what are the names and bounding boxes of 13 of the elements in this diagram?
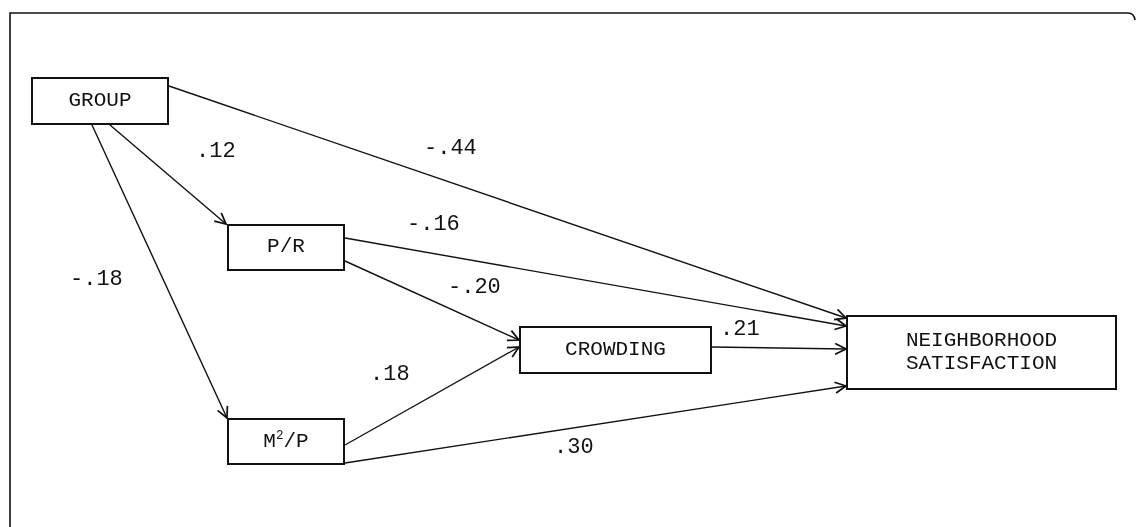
arrow — [109, 124, 227, 225]
arrow — [344, 346, 520, 446]
arrow — [91, 124, 229, 419]
arrow — [344, 260, 520, 342]
variable-box: CROWDING — [519, 326, 712, 374]
variable-box: P/R — [227, 224, 345, 271]
arrow — [344, 381, 847, 464]
arrow — [711, 342, 847, 356]
variable-box: NEIGHBORHOOD SATISFACTION — [846, 315, 1117, 390]
variable-box: GROUP — [31, 77, 169, 125]
arrow — [344, 237, 847, 331]
arrow — [168, 85, 847, 321]
variable-box: M$^{2}$/P — [227, 418, 345, 465]
